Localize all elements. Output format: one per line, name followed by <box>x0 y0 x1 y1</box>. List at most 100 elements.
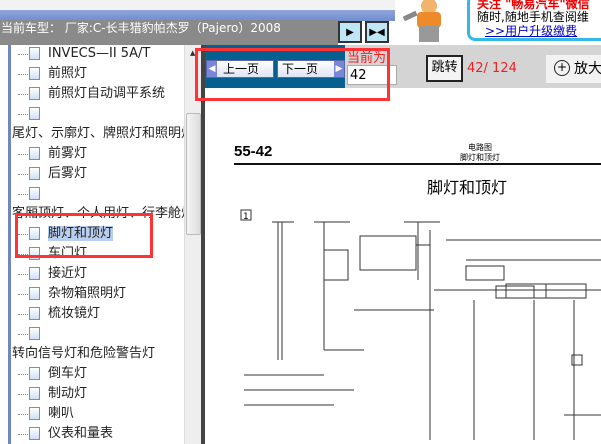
tree-item-label: 后雾灯 <box>48 166 88 181</box>
tree-item[interactable]: 脚灯和顶灯 <box>18 224 114 244</box>
tree-category[interactable]: 尾灯、示廓灯、牌照灯和照明灯 <box>12 124 184 144</box>
tree-item[interactable]: 前雾灯 <box>18 144 87 164</box>
tree-connector <box>18 174 28 175</box>
tree-connector <box>18 314 28 315</box>
prev-label: 上一页 <box>223 62 260 76</box>
document-icon <box>29 227 40 240</box>
tree-edge <box>8 45 11 444</box>
panel-splitter[interactable] <box>201 45 205 444</box>
tree-item[interactable] <box>18 104 48 124</box>
ad-line-2: 随时,随地手机查阅维 <box>477 10 589 24</box>
tree-scrollbar[interactable]: ▲ <box>184 45 201 444</box>
document-icon <box>29 427 40 440</box>
prev-page-button[interactable]: ◀ 上一页 <box>206 60 274 78</box>
document-icon <box>29 407 40 420</box>
zoom-in-button[interactable]: +放大 <box>546 55 601 83</box>
zoom-in-icon: + <box>554 60 570 76</box>
tree-item[interactable]: 前照灯 <box>18 64 87 84</box>
arrow-right-icon: ▶ <box>334 61 344 77</box>
tree-category[interactable]: 转向信号灯和危险警告灯 <box>12 344 155 364</box>
document-icon <box>29 307 40 320</box>
tree-item-label: 脚灯和顶灯 <box>48 226 114 241</box>
ad-box <box>467 0 601 41</box>
tree-connector <box>18 394 28 395</box>
tree-item-label: 倒车灯 <box>48 366 88 381</box>
wiring-diagram: 1 <box>240 209 601 440</box>
tree-item[interactable]: 制动灯 <box>18 384 87 404</box>
tree-item-label: 接近灯 <box>48 266 88 281</box>
tree-item[interactable]: 倒车灯 <box>18 364 87 384</box>
tree-item[interactable]: 前照灯自动调平系统 <box>18 84 165 104</box>
tree-item-label: 尾灯、示廓灯、牌照灯和照明灯 <box>12 126 184 141</box>
next-label: 下一页 <box>282 62 319 76</box>
document-icon <box>29 387 40 400</box>
tree-connector <box>18 94 28 95</box>
tree-connector <box>18 254 28 255</box>
document-icon <box>29 367 40 380</box>
tree-connector <box>18 414 28 415</box>
document-icon <box>29 167 40 180</box>
tree-connector <box>18 194 28 195</box>
scrollbar-thumb[interactable] <box>186 113 201 235</box>
tree-item-label: 制动灯 <box>48 386 88 401</box>
tree-item[interactable]: 接近灯 <box>18 264 87 284</box>
diagram-index: 1 <box>243 212 249 222</box>
split-arrows-icon: ▶◀ <box>369 26 385 38</box>
document-page <box>205 88 601 444</box>
document-icon <box>29 327 40 340</box>
upgrade-link[interactable]: >>用户升级缴费 <box>485 24 578 38</box>
current-model-bar: 当前车型： 厂家:C-长丰猎豹帕杰罗（Pajero）2008 <box>0 20 338 45</box>
catalog-tree: INVECS—II 5A/T 前照灯前照灯自动调平系统尾灯、示廓灯、牌照灯和照明灯… <box>0 45 184 444</box>
tree-connector <box>18 54 28 55</box>
tree-connector <box>18 74 28 75</box>
mechanic-mascot-icon <box>402 0 441 42</box>
tree-item[interactable]: 杂物箱照明灯 <box>18 284 126 304</box>
tree-item[interactable]: 仪表和量表 <box>18 424 113 444</box>
page-number-input[interactable] <box>347 65 397 85</box>
tree-item[interactable] <box>18 184 48 204</box>
page-count: 42/ 124 <box>467 61 517 76</box>
tree-item[interactable]: 梳妆镜灯 <box>18 304 100 324</box>
zoom-in-label: 放大 <box>574 61 601 77</box>
header-line-1: 电路图 <box>468 143 492 152</box>
diagram-index-box <box>240 209 252 221</box>
tree-item[interactable]: INVECS—II 5A/T <box>18 45 150 64</box>
tree-connector <box>18 334 28 335</box>
window-top-strip <box>0 0 395 10</box>
document-icon <box>29 187 40 200</box>
document-icon <box>29 267 40 280</box>
document-icon <box>29 287 40 300</box>
toggle-split-button[interactable]: ▶◀ <box>365 21 389 43</box>
tree-connector <box>18 154 28 155</box>
page-header: 电路图脚灯和顶灯 <box>460 143 500 163</box>
document-icon <box>29 147 40 160</box>
ad-banner[interactable]: 关注 "畅易汽车"微信 随时,随地手机查阅维 >>用户升级缴费 <box>395 0 601 45</box>
document-icon <box>29 47 40 60</box>
scroll-up-icon[interactable]: ▲ <box>190 49 196 57</box>
tree-connector <box>18 114 28 115</box>
tree-item-label: 仪表和量表 <box>48 426 114 441</box>
tree-item-label: 前雾灯 <box>48 146 88 161</box>
highlight-box-selected <box>15 213 153 258</box>
page-number: 55-42 <box>234 143 273 160</box>
tree-item-label: 前照灯 <box>48 66 88 81</box>
diagram-title: 脚灯和顶灯 <box>427 178 508 197</box>
tree-item[interactable]: 喇叭 <box>18 404 74 424</box>
next-page-button[interactable]: 下一页 ▶ <box>277 60 345 78</box>
collapse-panel-button[interactable]: ▶︎ <box>338 21 362 43</box>
tree-item[interactable] <box>18 324 48 344</box>
tree-connector <box>18 274 28 275</box>
title-bar <box>0 10 395 21</box>
header-line-2: 脚灯和顶灯 <box>460 153 500 162</box>
tree-connector <box>18 434 28 435</box>
jump-button[interactable]: 跳转 <box>426 55 463 82</box>
tree-connector <box>18 374 28 375</box>
tree-item-label: 杂物箱照明灯 <box>48 286 127 301</box>
document-icon <box>29 67 40 80</box>
tree-item-label: 梳妆镜灯 <box>48 306 101 321</box>
ad-line-1: 关注 "畅易汽车"微信 <box>477 0 590 11</box>
tree-item-label: 前照灯自动调平系统 <box>48 86 166 101</box>
document-icon <box>29 87 40 100</box>
header-rule <box>234 163 601 165</box>
tree-item[interactable]: 后雾灯 <box>18 164 87 184</box>
